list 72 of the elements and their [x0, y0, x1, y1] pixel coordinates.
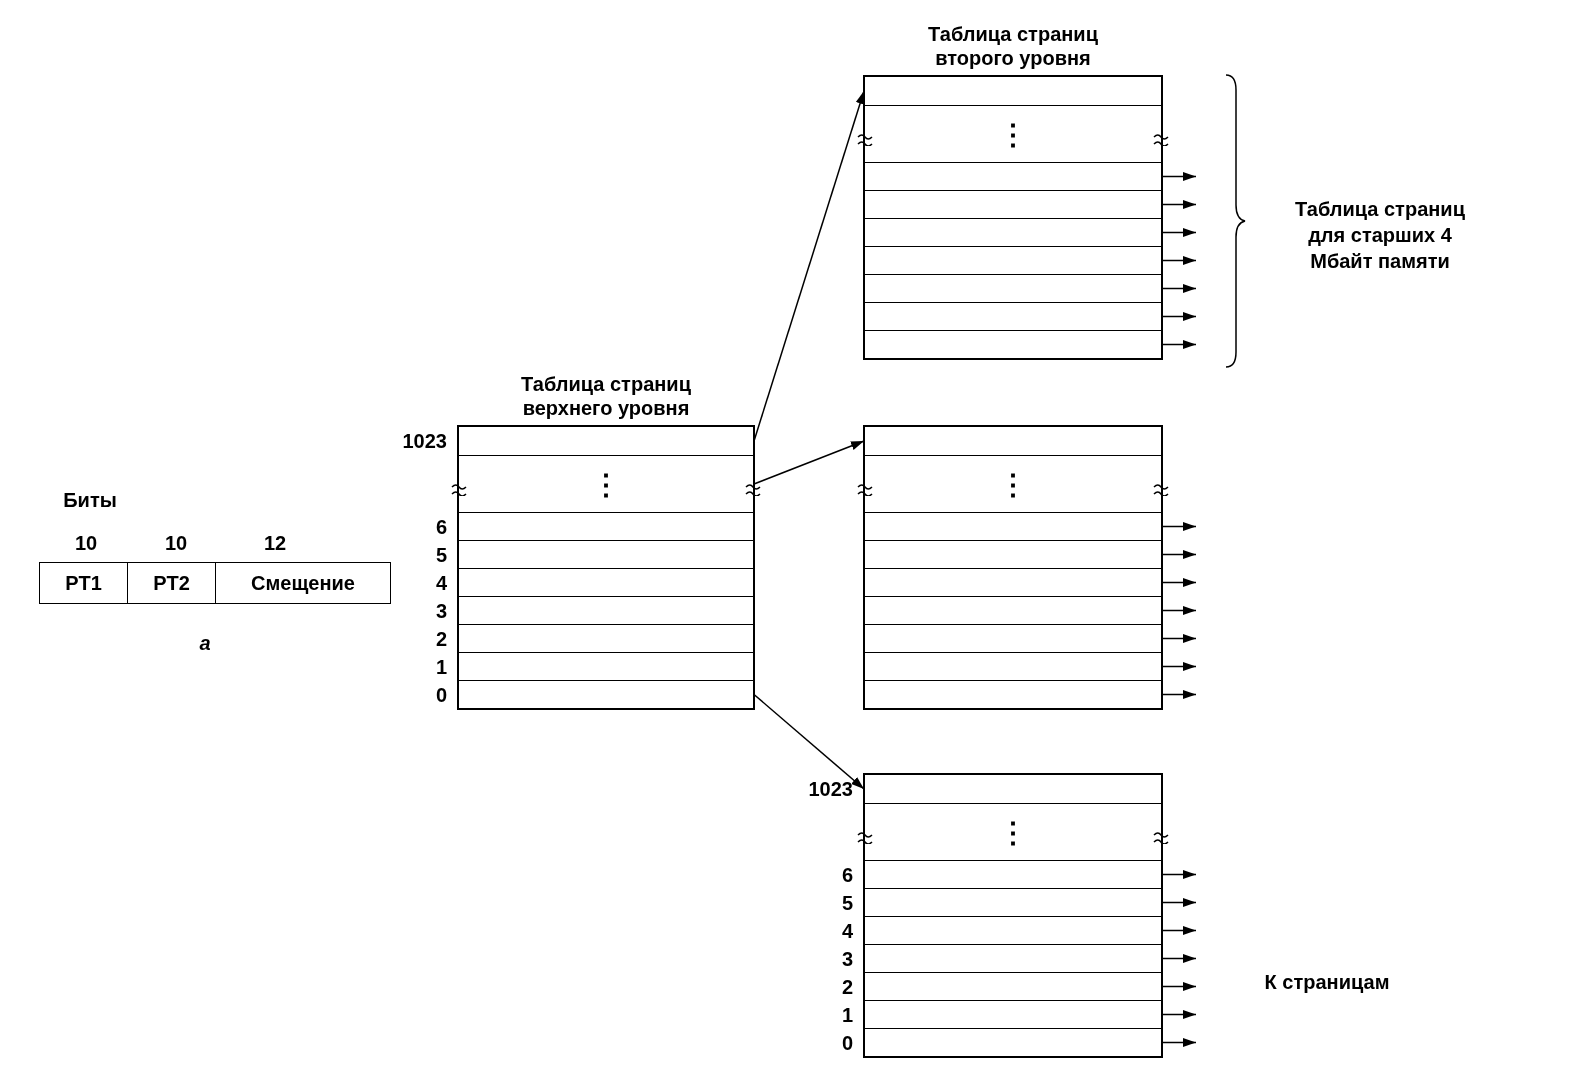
arrow	[1161, 312, 1197, 321]
row-number: 3	[841, 947, 853, 970]
arrow	[1161, 662, 1197, 671]
table-row	[864, 330, 1162, 359]
arrow	[1161, 1010, 1197, 1019]
table-title: Таблица страниц верхнего уровня	[520, 372, 692, 420]
ellipsis-mark: ⋮	[592, 467, 620, 501]
arrow	[1161, 982, 1197, 991]
ellipsis-mark: ⋮	[999, 467, 1027, 501]
arrow	[1161, 870, 1197, 879]
arrow	[1161, 690, 1197, 699]
table-row	[864, 652, 1162, 681]
table-row	[864, 624, 1162, 653]
row-number: 4	[841, 919, 853, 942]
row-number: 0	[435, 683, 447, 706]
arrow	[753, 440, 865, 485]
row-number: 5	[435, 543, 447, 566]
label-text: 10	[74, 531, 98, 555]
label-text: Биты	[63, 488, 117, 512]
arrow	[753, 90, 866, 442]
row-number: 5	[841, 891, 853, 914]
table-row	[864, 190, 1162, 219]
arrow	[1161, 926, 1197, 935]
table-row	[864, 596, 1162, 625]
arrow	[1161, 256, 1197, 265]
arrow	[1161, 200, 1197, 209]
label-text: а	[199, 631, 211, 655]
row-number: 6	[841, 863, 853, 886]
table-row	[864, 302, 1162, 331]
arrow	[1161, 340, 1197, 349]
arrow	[1161, 172, 1197, 181]
label-text: 10	[164, 531, 188, 555]
ellipsis-mark: ⋮	[999, 117, 1027, 151]
arrow	[1161, 578, 1197, 587]
arrow	[753, 693, 865, 790]
table-row	[864, 162, 1162, 191]
table-row	[864, 540, 1162, 569]
label-text: Таблица страниц для старших 4 Мбайт памяти	[1294, 197, 1466, 274]
table-row	[864, 680, 1162, 709]
arrow	[1161, 634, 1197, 643]
row-number: 4	[435, 571, 447, 594]
arrow	[1161, 1038, 1197, 1047]
row-number: 0	[841, 1031, 853, 1054]
table-row	[864, 218, 1162, 247]
table-row	[864, 246, 1162, 275]
table-row	[864, 426, 1162, 456]
row-number: 3	[435, 599, 447, 622]
row-number: 2	[841, 975, 853, 998]
field-box: PT1	[39, 562, 128, 604]
field-box: PT2	[127, 562, 216, 604]
table-row	[864, 568, 1162, 597]
arrow	[1161, 284, 1197, 293]
table-row	[864, 274, 1162, 303]
arrow	[1161, 550, 1197, 559]
field-box: Смещение	[215, 562, 391, 604]
row-number: 6	[435, 515, 447, 538]
arrow	[1161, 228, 1197, 237]
table-row	[864, 512, 1162, 541]
row-number: 1	[435, 655, 447, 678]
row-number: 2	[435, 627, 447, 650]
arrow	[1161, 606, 1197, 615]
arrow	[1161, 954, 1197, 963]
label-text: 12	[263, 531, 287, 555]
row-number: 1	[841, 1003, 853, 1026]
label-text: К страницам	[1264, 970, 1390, 994]
ellipsis-mark: ⋮	[999, 815, 1027, 849]
table-title: Таблица страниц второго уровня	[927, 22, 1099, 70]
row-number: 1023	[808, 777, 853, 801]
arrow	[1161, 522, 1197, 531]
table-row	[864, 76, 1162, 106]
row-number: 1023	[402, 429, 447, 453]
arrow	[1161, 898, 1197, 907]
